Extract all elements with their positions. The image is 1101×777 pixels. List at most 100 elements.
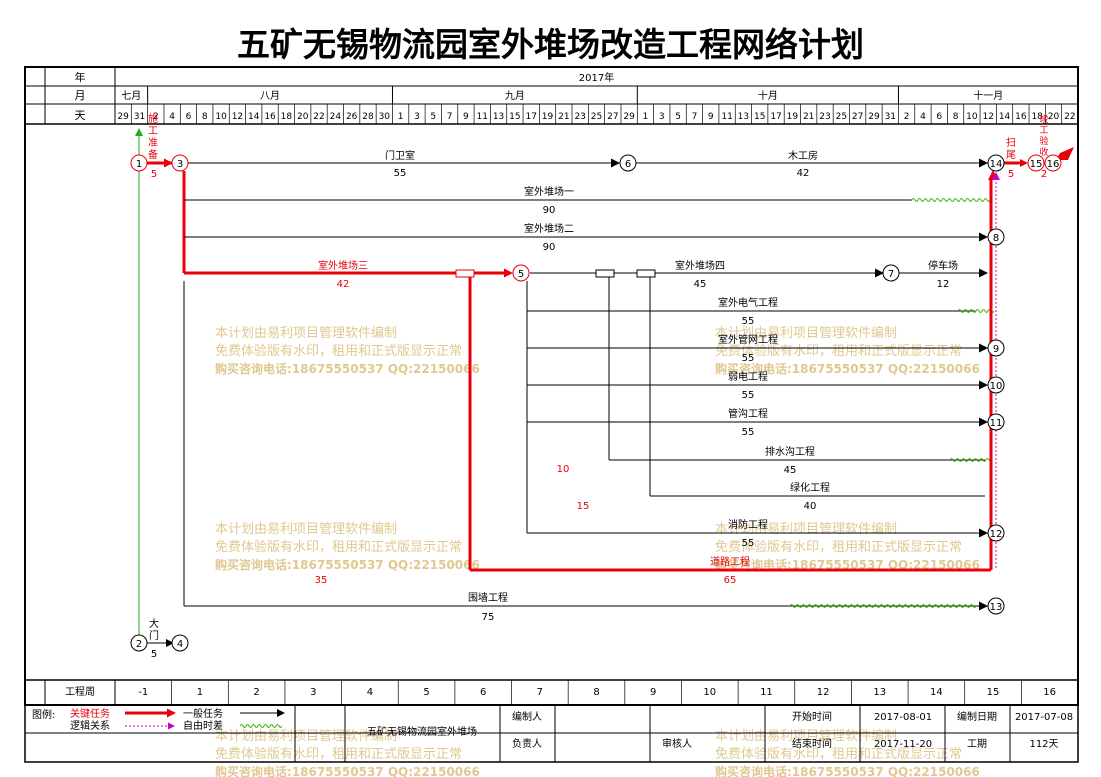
week-label: 3 xyxy=(310,687,316,698)
day-label: 25 xyxy=(591,112,602,122)
task-arrow-head xyxy=(979,528,988,538)
legend-logic-arrow xyxy=(168,722,175,730)
day-label: 3 xyxy=(659,112,665,122)
day-label: 22 xyxy=(313,112,324,122)
month-label: 八月 xyxy=(260,90,280,102)
day-label: 15 xyxy=(754,112,765,122)
day-label: 6 xyxy=(936,112,942,122)
year-row-label: 年 xyxy=(75,70,86,84)
day-label: 23 xyxy=(574,112,585,122)
week-label: 2 xyxy=(253,687,259,698)
task-name: 排水沟工程 xyxy=(765,445,815,458)
watermark-text: 本计划由易利项目管理软件编制 xyxy=(215,522,397,537)
task-name: 室外堆场四 xyxy=(675,259,725,272)
day-label: 4 xyxy=(920,112,926,122)
duration-value: 112天 xyxy=(1029,739,1058,750)
start-label: 开始时间 xyxy=(792,710,832,723)
node-number: 10 xyxy=(990,381,1003,392)
watermark-text: 免费体验版有水印，租用和正式版显示正常 xyxy=(715,746,962,762)
task-name: 门卫室 xyxy=(385,149,415,162)
task-duration: 55 xyxy=(742,316,755,327)
node-12 xyxy=(987,524,1005,542)
node-number: 15 xyxy=(1030,159,1043,170)
day-label: 14 xyxy=(999,112,1011,122)
day-label: 9 xyxy=(708,112,714,122)
day-label: 20 xyxy=(1048,112,1060,122)
week-label: 14 xyxy=(930,687,943,698)
task-duration: 5 xyxy=(151,169,157,180)
day-label: 5 xyxy=(430,112,436,122)
day-label: 18 xyxy=(1031,112,1043,122)
node-11 xyxy=(987,413,1005,431)
day-label: 8 xyxy=(202,112,208,122)
day-label: 30 xyxy=(379,112,391,122)
week-label: 15 xyxy=(987,687,1000,698)
task-duration: 42 xyxy=(797,168,810,179)
day-label: 9 xyxy=(463,112,469,122)
node-10 xyxy=(987,376,1005,394)
day-label: 31 xyxy=(885,112,896,122)
node-number: 8 xyxy=(993,233,999,244)
legend-free-float-label: 自由时差 xyxy=(183,719,223,732)
start-value: 2017-08-01 xyxy=(874,712,932,723)
logic-box xyxy=(595,269,615,278)
task-duration: 42 xyxy=(337,279,350,290)
end-value: 2017-11-20 xyxy=(874,739,932,750)
day-label: 20 xyxy=(297,112,309,122)
legend-free-float-wave xyxy=(239,724,283,728)
day-label: 23 xyxy=(819,112,830,122)
editor-label: 编制人 xyxy=(512,710,542,723)
task-name-vertical: 工 xyxy=(148,126,158,137)
day-label: 15 xyxy=(509,112,520,122)
day-label: 17 xyxy=(770,112,781,122)
task-arrow-head xyxy=(164,158,173,168)
node-number: 6 xyxy=(625,159,631,170)
day-label: 29 xyxy=(117,112,129,122)
day-label: 13 xyxy=(738,112,749,122)
end-label: 结束时间 xyxy=(792,737,832,750)
task-duration: 75 xyxy=(482,612,495,623)
day-label: 19 xyxy=(787,112,799,122)
task-name: 消防工程 xyxy=(728,518,768,531)
node-13 xyxy=(987,597,1005,615)
task-name: 弱电工程 xyxy=(728,370,768,383)
node-number: 1 xyxy=(136,159,142,170)
task-name: 室外堆场三 xyxy=(318,259,368,272)
logic-box xyxy=(636,269,656,278)
owner-label: 负责人 xyxy=(512,737,542,750)
task-duration: 5 xyxy=(151,649,157,660)
task-name-vertical: 大 xyxy=(149,617,159,630)
day-label: 14 xyxy=(248,112,260,122)
node-number: 11 xyxy=(990,418,1003,429)
week-label: 8 xyxy=(593,687,599,698)
task-name: 室外管网工程 xyxy=(718,333,778,346)
watermark-text: 购买咨询电话:18675550537 QQ:22150066 xyxy=(715,557,980,572)
task-arrow-head xyxy=(611,158,620,168)
node-8 xyxy=(987,228,1005,246)
day-label: 24 xyxy=(330,112,342,122)
node-number: 3 xyxy=(177,159,183,170)
task-duration: 55 xyxy=(742,353,755,364)
node-6 xyxy=(619,154,637,172)
week-label: 1 xyxy=(197,687,203,698)
task-name-vertical: 尾 xyxy=(1006,149,1016,161)
legend-normal-arrow xyxy=(277,709,285,717)
free-float-label: 15 xyxy=(577,501,590,512)
week-label: 13 xyxy=(873,687,886,698)
day-label: 16 xyxy=(264,112,276,122)
task-name: 围墙工程 xyxy=(468,591,508,604)
day-label: 1 xyxy=(398,112,404,122)
node-number: 5 xyxy=(518,269,524,280)
task-duration: 55 xyxy=(742,427,755,438)
node-number: 14 xyxy=(990,159,1003,170)
week-label: 5 xyxy=(423,687,429,698)
reviewer-label: 审核人 xyxy=(662,737,692,750)
task-arrow-head xyxy=(166,639,174,647)
task-name-vertical: 收 xyxy=(1039,146,1048,158)
node-14 xyxy=(987,154,1005,172)
week-label: -1 xyxy=(138,687,148,698)
node-15 xyxy=(1027,154,1045,172)
day-label: 29 xyxy=(868,112,880,122)
task-arrow-head xyxy=(979,158,988,168)
